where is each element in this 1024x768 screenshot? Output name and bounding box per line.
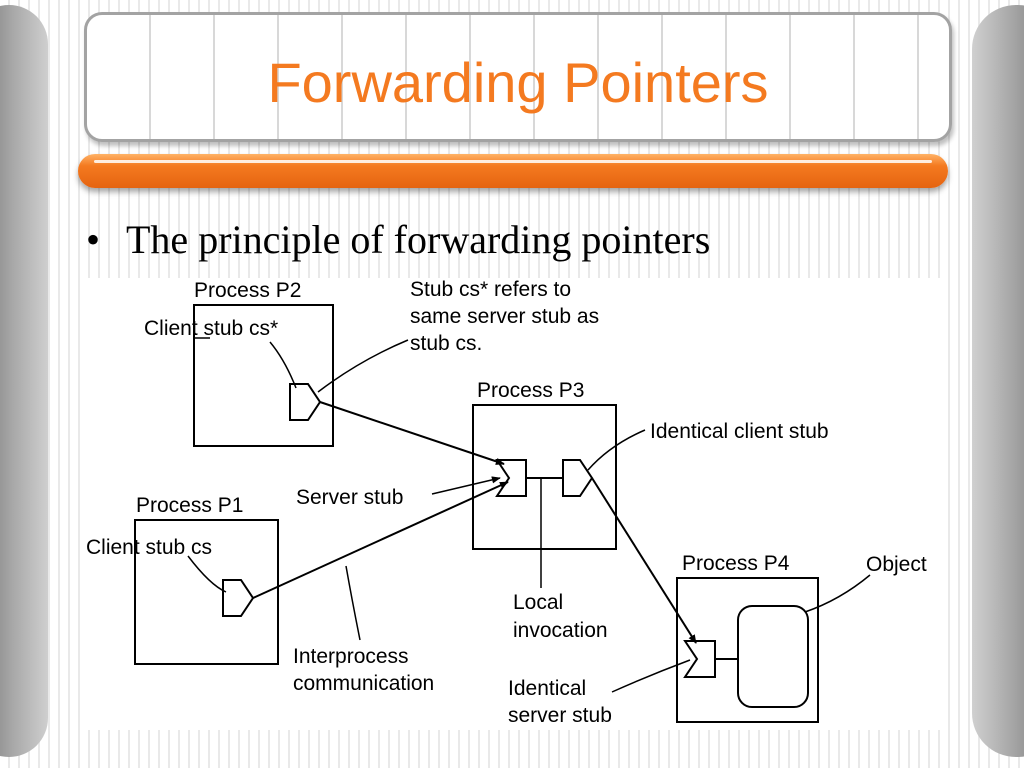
label-identical: Identical xyxy=(508,677,586,700)
label-client-stub-cs-star: Client stub cs* xyxy=(144,317,278,340)
label-server-stub: Server stub xyxy=(296,486,403,509)
label-local: Local xyxy=(513,591,563,614)
left-decorative-bar xyxy=(0,5,48,757)
label-client-stub-cs: Client stub cs xyxy=(86,536,212,559)
leader-identical-server-stub xyxy=(611,659,691,693)
title-frame xyxy=(84,12,952,142)
process-p4-box xyxy=(676,577,819,723)
bullet-point: • The principle of forwarding pointers xyxy=(86,214,710,266)
label-communication: communication xyxy=(293,672,434,695)
label-invocation: invocation xyxy=(513,619,608,642)
process-p2-box xyxy=(193,304,334,447)
leader-interprocess xyxy=(345,565,361,641)
label-object: Object xyxy=(866,553,927,576)
label-note-line3: stub cs. xyxy=(410,332,482,355)
object-shape xyxy=(737,605,809,708)
label-note-line1: Stub cs* refers to xyxy=(410,278,571,301)
label-process-p1: Process P1 xyxy=(136,494,243,517)
leader-note-to-stub xyxy=(317,339,409,393)
label-process-p2: Process P2 xyxy=(194,279,301,302)
slide-title: Forwarding Pointers xyxy=(267,51,769,114)
bullet-icon: • xyxy=(86,217,101,262)
server-stub-shape xyxy=(495,459,527,497)
leader-cs-to-stub xyxy=(187,555,227,593)
orange-divider-bar xyxy=(78,154,948,188)
identical-client-stub-shape xyxy=(562,459,594,497)
process-p3-box xyxy=(472,404,617,550)
leader-object xyxy=(804,574,871,613)
process-p1-box xyxy=(134,519,279,665)
client-stub-cs-star-shape xyxy=(289,383,322,421)
diagram-panel xyxy=(86,278,940,730)
arrow-p3-to-p4 xyxy=(591,477,697,644)
label-interprocess: Interprocess xyxy=(293,645,409,668)
right-decorative-bar xyxy=(972,5,1024,757)
bullet-text: The principle of forwarding pointers xyxy=(126,217,711,262)
client-stub-cs-shape xyxy=(222,579,255,617)
leader-identical-client-stub xyxy=(587,429,646,471)
arrow-p1-to-server-stub xyxy=(252,481,509,599)
leader-cs-star-to-stub xyxy=(269,341,297,389)
arrow-p2-to-server-stub xyxy=(319,401,505,465)
label-identical-client-stub: Identical client stub xyxy=(650,420,829,443)
label-process-p3: Process P3 xyxy=(477,379,584,402)
label-note-line2: same server stub as xyxy=(410,305,599,328)
leader-server-stub xyxy=(431,476,501,495)
identical-server-stub-shape xyxy=(683,640,716,678)
label-server-stub-lower: server stub xyxy=(508,704,612,727)
label-process-p4: Process P4 xyxy=(682,552,790,575)
